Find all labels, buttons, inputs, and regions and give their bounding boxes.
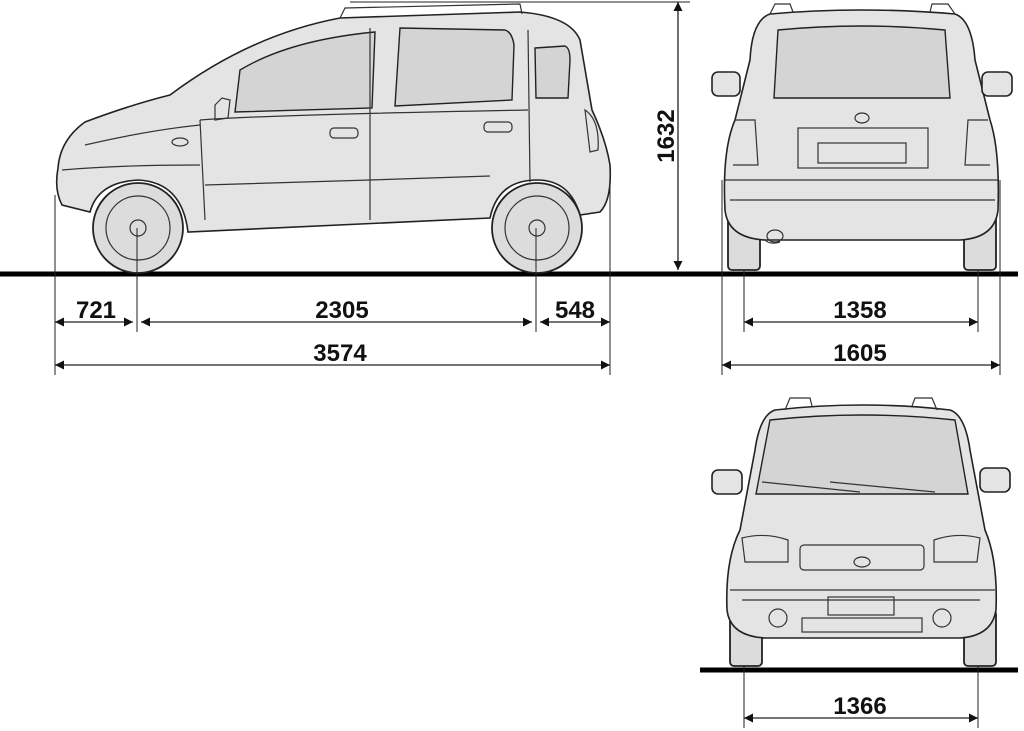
overall-width-label: 1605 [833, 340, 886, 367]
side-rear-door-window [394, 27, 515, 107]
wheelbase-label: 2305 [315, 297, 368, 324]
front-left-mirror [711, 469, 743, 495]
rear-wheel [491, 182, 583, 274]
rear-left-mirror [711, 71, 741, 97]
front-wheel [92, 182, 184, 274]
rear-window [773, 25, 951, 99]
rear-overhang-label: 548 [555, 297, 595, 324]
side-front-window [234, 31, 376, 113]
rear-view: 1358 1605 [700, 3, 1018, 375]
rear-track-label: 1358 [833, 297, 886, 324]
rear-right-mirror [981, 71, 1013, 97]
front-track-label: 1366 [833, 693, 886, 720]
side-view: 721 2305 548 3574 1632 [0, 1, 705, 375]
windscreen [755, 414, 969, 495]
height-label: 1632 [653, 109, 680, 162]
front-view: 1366 [700, 397, 1018, 728]
side-quarter-window [534, 45, 571, 99]
front-overhang-label: 721 [76, 297, 116, 324]
front-right-mirror [979, 467, 1011, 493]
overall-length-label: 3574 [313, 340, 367, 367]
